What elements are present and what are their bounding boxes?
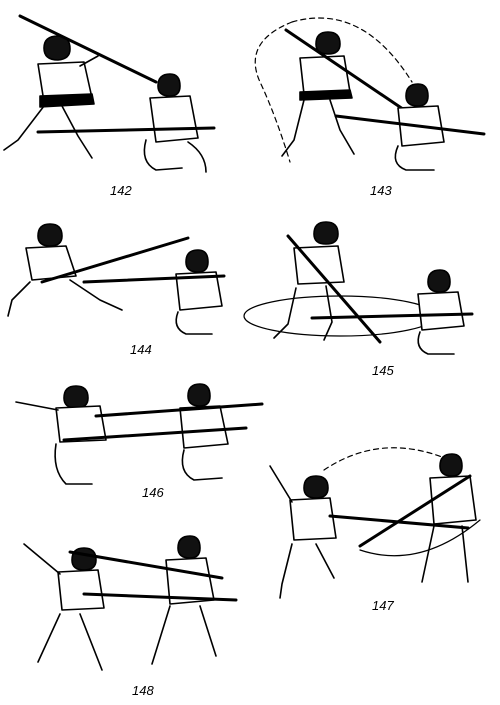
figure-144-defender [175, 249, 223, 335]
figure-147-staff-b [358, 474, 472, 548]
figure-146-attacker [15, 385, 107, 485]
figure-144-caption: 144 [130, 342, 152, 357]
figure-147-attacker [269, 465, 337, 599]
figure-147-drawing [269, 447, 481, 599]
figure-142-drawing [3, 14, 216, 173]
figure-146-defender [179, 383, 229, 481]
figure-146-drawing [15, 383, 264, 485]
figure-146-staff-b [62, 426, 248, 442]
figure-147-motion-arc-bottom [359, 519, 481, 557]
figure-142-defender [143, 73, 207, 173]
figure-145-staff-a [286, 234, 382, 344]
figure-148-staff-b [82, 592, 238, 602]
figure-148-attacker [23, 543, 105, 671]
figure-144-attacker [7, 223, 123, 317]
figure-142-high-staff [18, 14, 158, 84]
figure-143-drawing [254, 17, 486, 171]
figure-144-staff-a [40, 236, 190, 284]
figure-142-attacker [3, 35, 99, 159]
figure-148-staff-a [68, 550, 224, 580]
figure-145-staff-b [310, 312, 474, 320]
figure-148-drawing [23, 535, 238, 671]
figure-145-attacker [273, 221, 345, 341]
figure-143-staff-b [334, 114, 486, 136]
figure-143-motion-arc [254, 17, 413, 163]
figure-147-motion-arc-top [323, 447, 455, 471]
figure-142-caption: 142 [110, 183, 132, 198]
figure-144-staff-b [82, 274, 226, 284]
figure-148-caption: 148 [132, 683, 154, 698]
figure-146-staff-a [94, 402, 264, 418]
figure-147-defender [421, 453, 477, 583]
figure-147-caption: 147 [372, 598, 394, 613]
figure-145-defender [417, 269, 465, 355]
figure-144-drawing [7, 223, 226, 335]
figure-145-caption: 145 [372, 363, 394, 378]
figure-142-low-staff [36, 126, 216, 134]
figure-145-drawing [243, 221, 474, 355]
figure-146-caption: 146 [142, 485, 164, 500]
figure-143-caption: 143 [370, 183, 392, 198]
